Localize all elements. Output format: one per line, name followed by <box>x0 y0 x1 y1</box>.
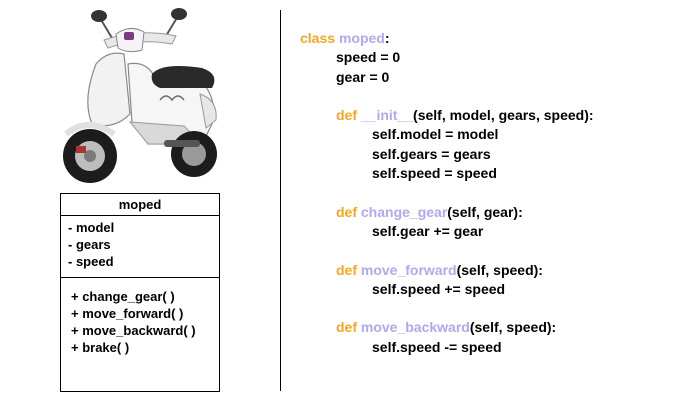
def-keyword: def <box>336 203 357 220</box>
method-name: change_gear <box>360 203 448 220</box>
method-name: __init__ <box>360 107 414 124</box>
def-keyword: def <box>336 107 357 124</box>
code-line: self.speed += speed <box>372 280 506 297</box>
uml-attribute: - model <box>68 220 115 235</box>
method-name: move_forward <box>360 261 457 278</box>
uml-method: + change_gear( ) <box>71 289 175 304</box>
def-change-gear-line: def change_gear(self, gear): <box>300 203 594 222</box>
method-params: (self, model, gears, speed): <box>413 107 594 124</box>
code-line: gear = 0 <box>336 68 390 85</box>
uml-class-name: moped <box>61 194 219 216</box>
def-keyword: def <box>336 319 357 336</box>
uml-methods: + change_gear( ) + move_forward( ) + mov… <box>61 278 219 356</box>
code-line: self.speed -= speed <box>372 338 502 355</box>
code-line: self.gear += gear <box>372 222 484 239</box>
uml-class-box: moped - model - gears - speed + change_g… <box>60 193 220 392</box>
def-move-forward-line: def move_forward(self, speed): <box>300 261 594 280</box>
blank-line <box>300 183 594 202</box>
method-params: (self, speed): <box>469 319 557 336</box>
code-line: self.model = model <box>372 126 499 143</box>
uml-attributes: - model - gears - speed <box>61 216 219 278</box>
code-line: self.gears = gears <box>372 145 491 162</box>
scooter-photo <box>63 8 217 183</box>
class-keyword: class <box>300 30 336 46</box>
code-line: speed = 0 <box>336 49 401 66</box>
uml-attribute: - speed <box>68 254 114 269</box>
class-colon: : <box>384 30 390 46</box>
method-params: (self, speed): <box>456 261 543 278</box>
code-line: self.speed = speed <box>372 165 497 182</box>
uml-method: + brake( ) <box>71 340 130 355</box>
method-name: move_backward <box>360 319 470 336</box>
def-keyword: def <box>336 261 357 278</box>
def-move-backward-line: def move_backward(self, speed): <box>300 318 594 337</box>
vertical-divider <box>280 10 281 391</box>
def-init-line: def __init__(self, model, gears, speed): <box>300 106 594 125</box>
uml-method: + move_forward( ) <box>71 306 184 321</box>
blank-line <box>300 241 594 260</box>
class-name: moped <box>338 30 385 46</box>
python-code-block: class moped: speed = 0 gear = 0 def __in… <box>300 29 594 357</box>
blank-line <box>300 87 594 106</box>
uml-attribute: - gears <box>68 237 111 252</box>
method-params: (self, gear): <box>447 203 523 220</box>
uml-method: + move_backward( ) <box>71 323 196 338</box>
blank-line <box>300 299 594 318</box>
class-declaration-line: class moped: <box>300 29 594 48</box>
